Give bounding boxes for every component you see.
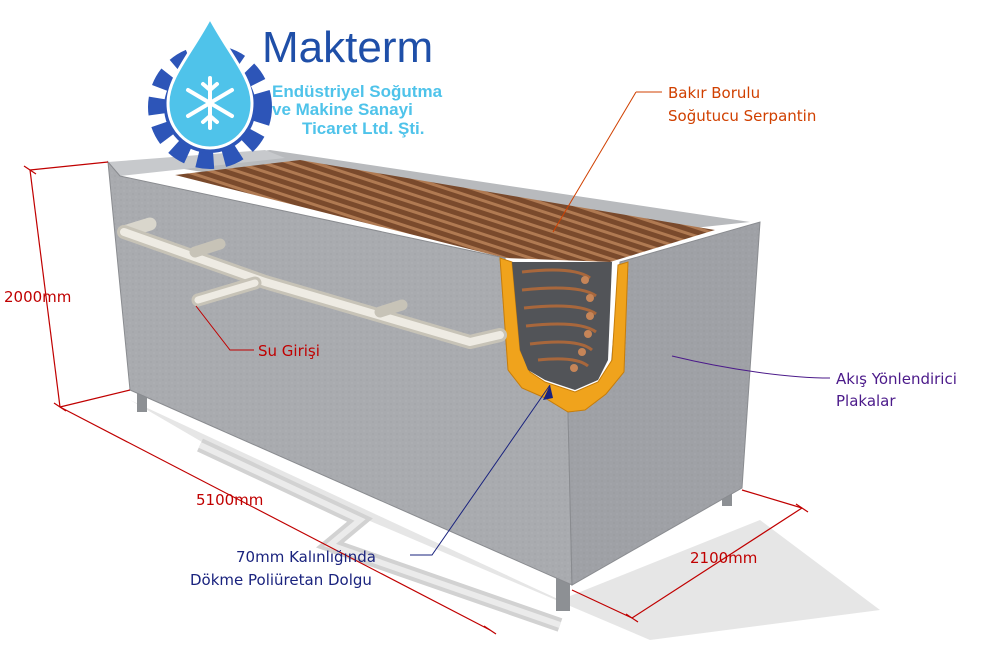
plates-callout-line-1: Akış Yönlendirici <box>836 370 957 388</box>
dimension-lines <box>23 161 809 635</box>
floor-shadow <box>130 400 880 640</box>
coil-callout-line-1: Bakır Borulu <box>668 84 760 102</box>
plates-callout-line-2: Plakalar <box>836 392 896 410</box>
height-dimension-label: 2000mm <box>4 288 71 306</box>
tagline-line-1: Endüstriyel Soğutma <box>272 82 443 101</box>
water-inlet-pipe <box>117 217 507 349</box>
length-dimension-label: 5100mm <box>196 491 263 509</box>
tagline-line-3: Ticaret Ltd. Şti. <box>302 119 425 138</box>
water-inlet-label: Su Girişi <box>258 342 320 360</box>
brand-name: Makterm <box>262 23 433 72</box>
leader-lines <box>195 91 831 556</box>
company-logo: Makterm Endüstriyel Soğutma ve Makine Sa… <box>148 14 443 169</box>
width-dimension-label: 2100mm <box>690 549 757 567</box>
snowflake-icon <box>186 76 234 130</box>
tagline-line-2: ve Makine Sanayi <box>272 100 413 119</box>
cutaway-section <box>499 257 629 413</box>
insulation-callout-line-1: 70mm Kalınlığında <box>236 548 376 566</box>
insulation-callout-line-2: Dökme Poliüretan Dolgu <box>190 571 372 589</box>
copper-coil-bundle <box>175 160 715 262</box>
coil-callout-line-2: Soğutucu Serpantin <box>668 107 816 125</box>
